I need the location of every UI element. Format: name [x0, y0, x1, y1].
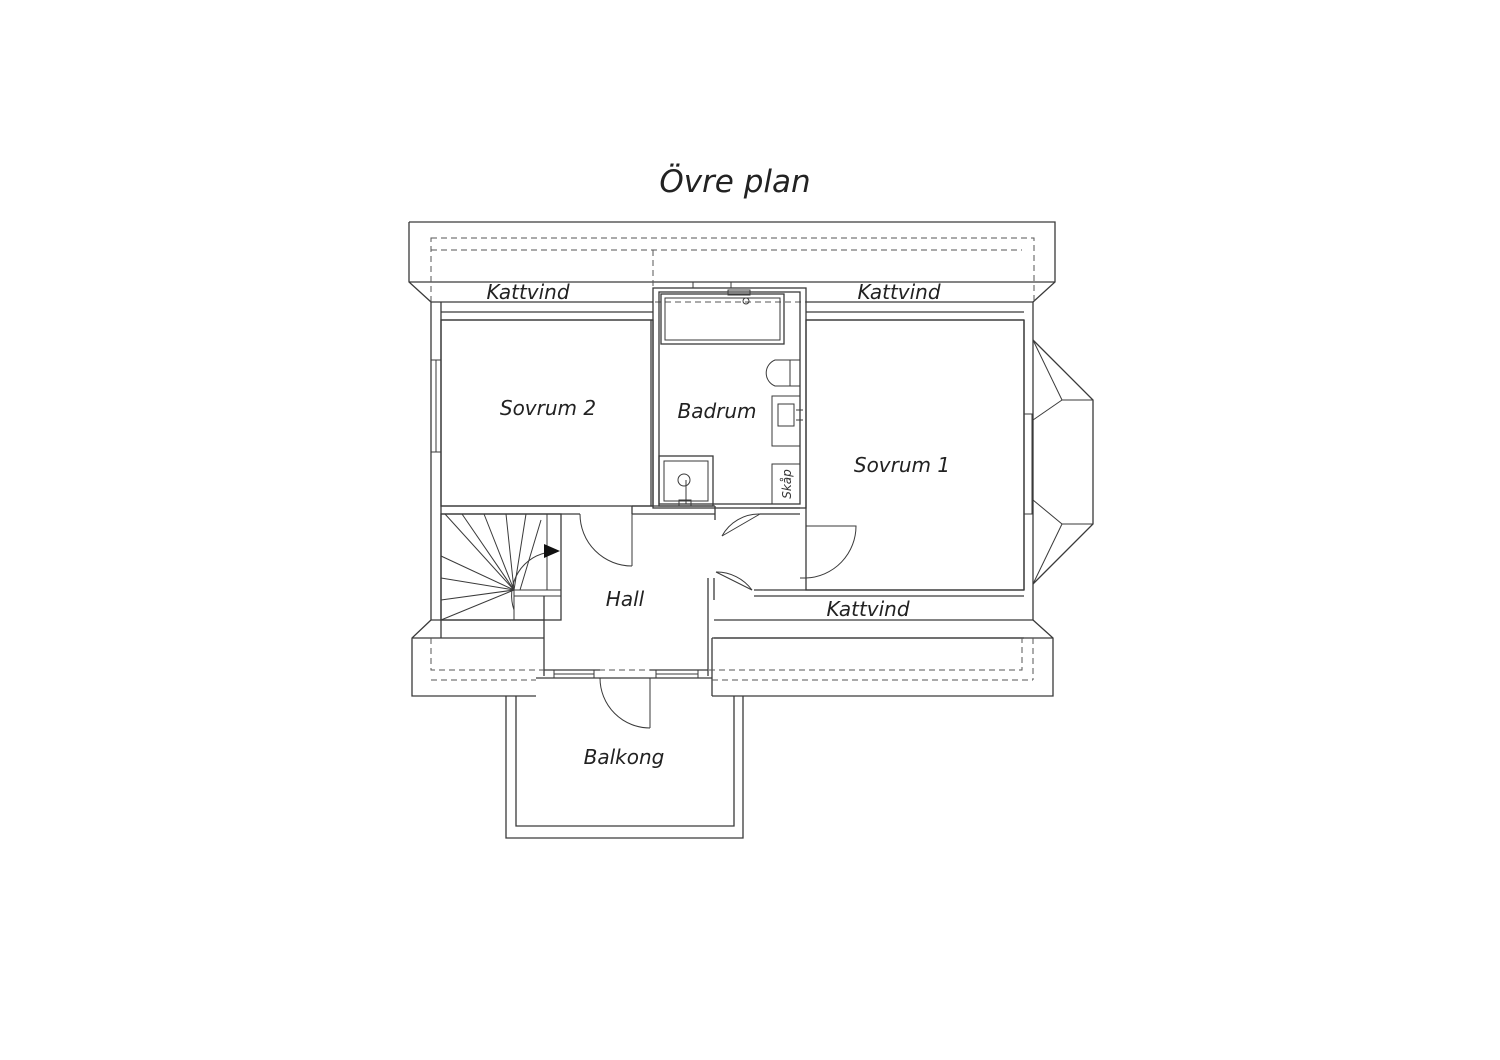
- room-hall: [441, 505, 1024, 676]
- label-kattvind-left: Kattvind: [486, 280, 569, 304]
- staircase-icon: [440, 513, 562, 621]
- label-balkong: Balkong: [584, 745, 665, 769]
- bathtub-icon: [660, 293, 785, 345]
- label-kattvind-right: Kattvind: [857, 280, 940, 304]
- toilet-icon: [765, 359, 800, 387]
- room-badrum: [652, 281, 807, 509]
- stair-arrow-icon: [544, 544, 560, 558]
- shower-icon: [658, 455, 714, 507]
- roof-bottom: [411, 619, 1054, 697]
- sink-icon: [771, 395, 803, 447]
- kattvind-top-walls: [441, 311, 1024, 321]
- plan-title: Övre plan: [659, 163, 810, 200]
- label-skap: Skåp: [780, 469, 794, 499]
- label-sovrum-1: Sovrum 1: [854, 453, 950, 477]
- label-kattvind-bottom: Kattvind: [826, 597, 909, 621]
- room-balkong: [505, 696, 744, 839]
- hall-bottom-wall: [536, 669, 712, 729]
- label-sovrum-2: Sovrum 2: [500, 396, 596, 420]
- cabinet-icon: [771, 463, 801, 505]
- roof-outline: [408, 221, 1056, 303]
- label-hall: Hall: [606, 587, 645, 611]
- label-badrum: Badrum: [677, 399, 756, 423]
